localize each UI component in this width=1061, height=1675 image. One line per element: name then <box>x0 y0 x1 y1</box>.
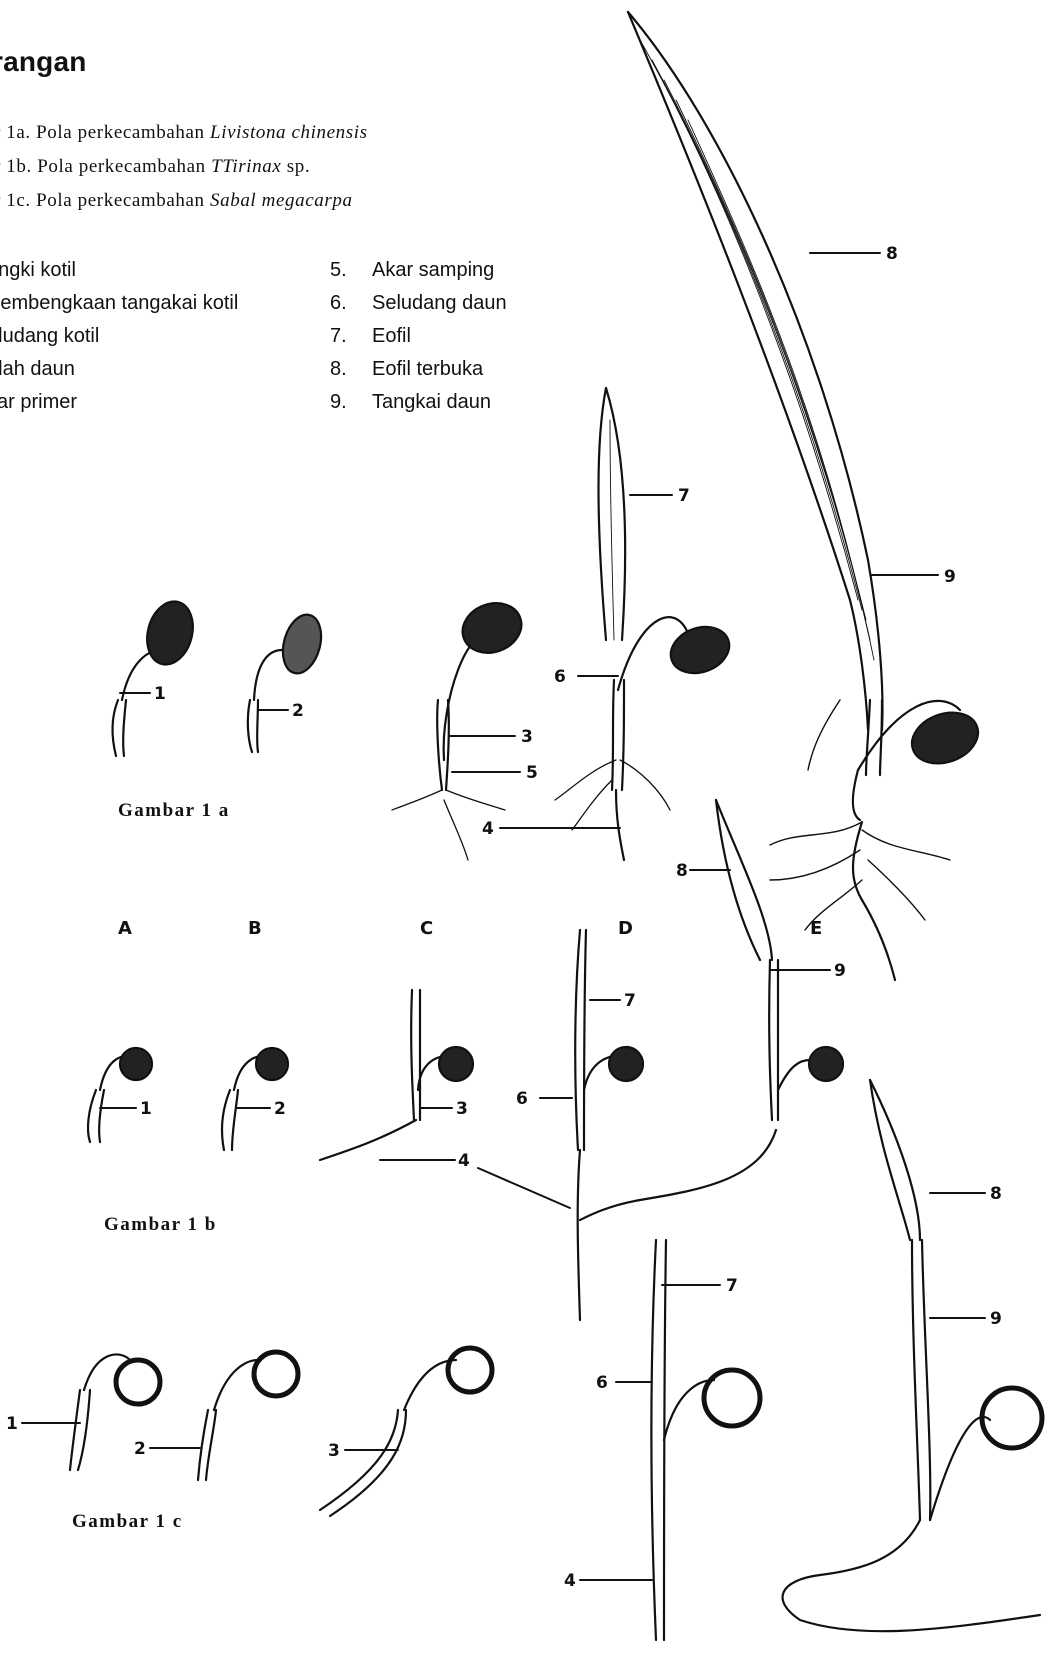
part-label-8-1a: 8 <box>886 244 898 264</box>
stage-letter-c: C <box>420 918 433 939</box>
part-label-1-1b: 1 <box>140 1099 152 1119</box>
part-label-7-1c: 7 <box>726 1276 738 1296</box>
part-label-6-1b: 6 <box>516 1089 528 1109</box>
seedling-1a-c-drawing <box>392 595 528 860</box>
part-label-8-1b: 8 <box>676 861 688 881</box>
seedlings-1b-drawing <box>88 800 843 1320</box>
part-label-7-1a: 7 <box>678 486 690 506</box>
part-label-9-1b: 9 <box>834 961 846 981</box>
stage-letter-e: E <box>810 918 822 939</box>
part-label-3-1b: 3 <box>456 1099 468 1119</box>
part-label-4-1c: 4 <box>564 1571 576 1591</box>
part-label-7-1b: 7 <box>624 991 636 1011</box>
stage-letter-b: B <box>248 918 262 939</box>
part-label-3-1c: 3 <box>328 1441 340 1461</box>
seedling-1a-ab-drawing <box>113 596 328 756</box>
part-label-2-1a: 2 <box>292 701 304 721</box>
stage-letter-a: A <box>118 918 132 939</box>
part-label-2-1b: 2 <box>274 1099 286 1119</box>
seedlings-1c-drawing <box>70 1080 1042 1640</box>
part-label-5-1a: 5 <box>526 763 538 783</box>
stage-letter-d: D <box>618 918 633 939</box>
part-label-4-1b: 4 <box>458 1151 470 1171</box>
part-label-6-1c: 6 <box>596 1373 608 1393</box>
part-label-1-1c: 1 <box>6 1414 18 1434</box>
part-label-2-1c: 2 <box>134 1439 146 1459</box>
seedling-1a-d-drawing <box>555 388 736 860</box>
part-label-3-1a: 3 <box>521 727 533 747</box>
part-label-8-1c: 8 <box>990 1184 1002 1204</box>
part-label-6-1a: 6 <box>554 667 566 687</box>
part-label-9-1a: 9 <box>944 567 956 587</box>
part-label-4-1a: 4 <box>482 819 494 839</box>
part-label-9-1c: 9 <box>990 1309 1002 1329</box>
part-label-1-1a: 1 <box>154 684 166 704</box>
